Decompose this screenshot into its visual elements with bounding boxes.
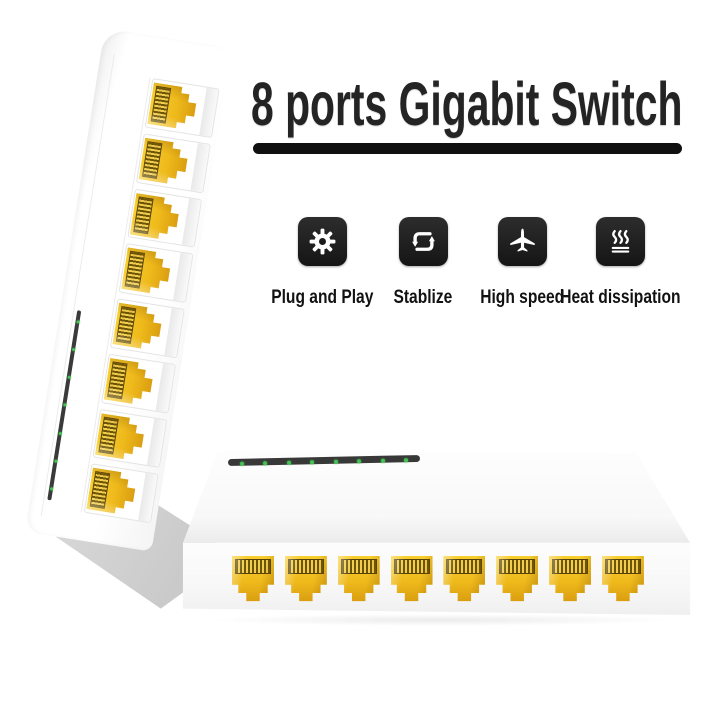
- port-recess-wall: [199, 87, 219, 137]
- title-underline-bar: [253, 143, 682, 154]
- feature-high-speed: High speed: [452, 217, 592, 309]
- rj45-connector: [130, 192, 184, 241]
- led-indicator: [49, 486, 53, 491]
- led-indicator: [240, 461, 245, 466]
- rj45-port: [337, 556, 380, 608]
- rj45-port: [549, 556, 592, 608]
- port-row-desktop: [232, 556, 644, 608]
- led-indicator: [58, 431, 62, 435]
- rj45-port: [390, 556, 433, 608]
- rj45-pins: [142, 141, 162, 179]
- airplane-icon: [497, 217, 547, 266]
- port-recess-wall: [138, 473, 158, 523]
- led-strip-standing: [47, 310, 82, 501]
- feature-heat-dissipation: Heat dissipation: [550, 217, 690, 309]
- rj45-connector: [232, 556, 274, 602]
- rj45-port-side: [127, 188, 203, 248]
- rj45-port-side: [144, 78, 220, 138]
- port-recess-wall: [164, 307, 184, 357]
- rj45-connector: [104, 358, 158, 407]
- rj45-pins: [107, 361, 127, 399]
- rj45-pins: [125, 251, 145, 289]
- rj45-port: [496, 556, 539, 608]
- rj45-pins: [446, 559, 483, 574]
- led-indicator: [263, 461, 268, 466]
- sync-arrows-icon: [398, 217, 448, 266]
- port-recess-wall: [155, 362, 175, 413]
- rj45-connector: [121, 248, 175, 297]
- rj45-port-side: [136, 133, 211, 193]
- rj45-pins: [340, 559, 377, 574]
- port-recess-wall: [181, 197, 202, 247]
- rj45-connector: [95, 413, 149, 462]
- rj45-pins: [499, 559, 536, 574]
- rj45-pins: [98, 416, 118, 454]
- feature-stablize: Stablize: [353, 217, 493, 309]
- led-indicator: [380, 458, 385, 463]
- rj45-port-side: [109, 298, 185, 359]
- feature-plug-and-play: Plug and Play: [252, 217, 392, 309]
- rj45-connector: [496, 556, 539, 602]
- led-indicator: [403, 458, 409, 463]
- rj45-connector: [549, 556, 592, 602]
- rj45-pins: [287, 559, 324, 574]
- feature-label: Heat dissipation: [559, 287, 681, 308]
- led-indicator: [53, 459, 58, 463]
- gear-icon: [297, 217, 347, 266]
- rj45-port-side: [118, 243, 194, 304]
- rj45-connector: [443, 556, 486, 602]
- led-indicator: [71, 347, 75, 352]
- rj45-connector: [86, 468, 140, 517]
- switch-drop-shadow: [205, 614, 675, 626]
- port-recess-wall: [146, 418, 167, 468]
- port-recess-wall: [190, 142, 210, 192]
- feature-label: High speed: [480, 287, 564, 308]
- led-indicator: [75, 320, 80, 324]
- rj45-port: [601, 556, 644, 608]
- rj45-port: [232, 556, 274, 608]
- port-recess-wall: [173, 252, 193, 302]
- rj45-port: [443, 556, 486, 608]
- rj45-pins: [151, 86, 171, 124]
- rj45-connector: [284, 556, 327, 602]
- rj45-connector: [139, 137, 193, 186]
- led-indicator: [333, 459, 338, 464]
- feature-label: Plug and Play: [270, 287, 374, 308]
- switch-desktop-view: [175, 443, 705, 628]
- rj45-port-side: [92, 408, 168, 469]
- led-indicator: [66, 375, 71, 380]
- rj45-port: [284, 556, 327, 608]
- page-title: 8 ports Gigabit Switch: [251, 74, 711, 135]
- led-indicator: [62, 403, 66, 407]
- rj45-pins: [90, 471, 110, 509]
- rj45-pins: [235, 559, 271, 574]
- rj45-port-side: [83, 463, 159, 524]
- rj45-connector: [112, 303, 166, 352]
- rj45-connector: [147, 82, 201, 131]
- feature-label: Stablize: [393, 287, 453, 308]
- rj45-pins: [604, 559, 641, 574]
- rj45-connector: [601, 556, 644, 602]
- led-indicator: [310, 460, 315, 465]
- rj45-pins: [133, 196, 153, 234]
- heat-waves-icon: [595, 217, 645, 266]
- switch-top-face: [182, 450, 691, 543]
- led-indicator: [357, 459, 362, 464]
- led-indicator: [286, 460, 291, 465]
- title-text: 8 ports Gigabit Switch: [251, 70, 683, 138]
- rj45-connector: [337, 556, 380, 602]
- rj45-pins: [552, 559, 589, 574]
- rj45-port-side: [101, 353, 177, 414]
- rj45-pins: [116, 306, 136, 344]
- rj45-connector: [390, 556, 433, 602]
- rj45-pins: [393, 559, 430, 574]
